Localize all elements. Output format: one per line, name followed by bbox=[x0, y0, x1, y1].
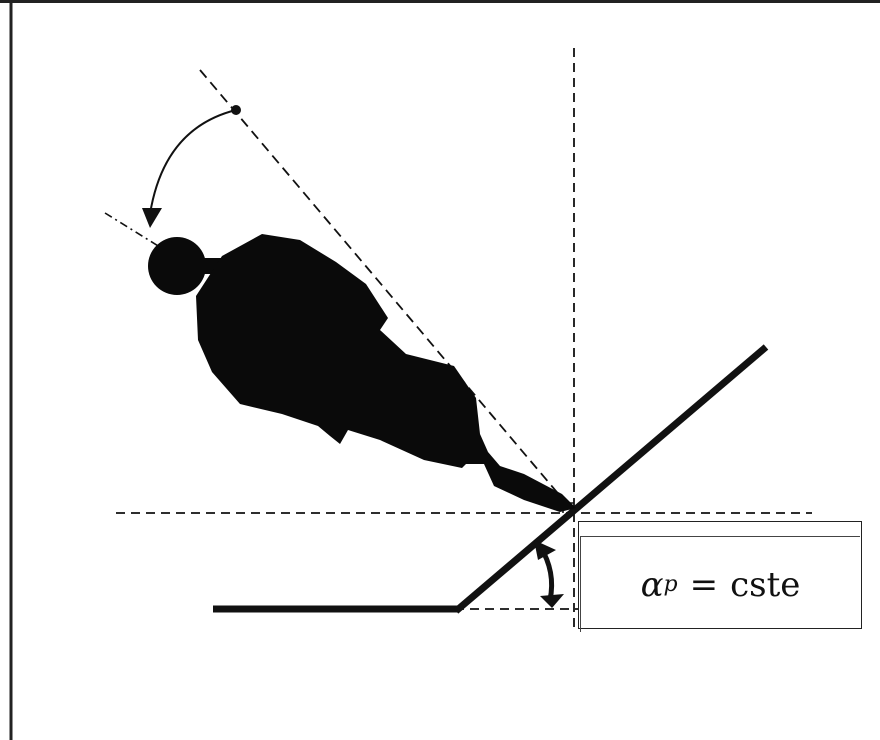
person-silhouette bbox=[148, 234, 576, 512]
angle-arrow-top bbox=[534, 540, 556, 560]
alpha-subscript: p bbox=[663, 572, 678, 597]
label-outer-box bbox=[578, 521, 862, 629]
rotation-arrow bbox=[149, 109, 237, 215]
rotation-arrow-head bbox=[142, 208, 162, 228]
angle-arrow-bottom bbox=[540, 594, 564, 608]
body-axis-dashed-line bbox=[199, 69, 573, 511]
inclined-plane-line bbox=[453, 344, 769, 614]
equals-sign: = bbox=[689, 564, 719, 605]
constant-value: cste bbox=[730, 564, 801, 605]
body bbox=[196, 234, 576, 512]
head bbox=[148, 237, 206, 295]
alpha-symbol: α bbox=[640, 564, 664, 605]
